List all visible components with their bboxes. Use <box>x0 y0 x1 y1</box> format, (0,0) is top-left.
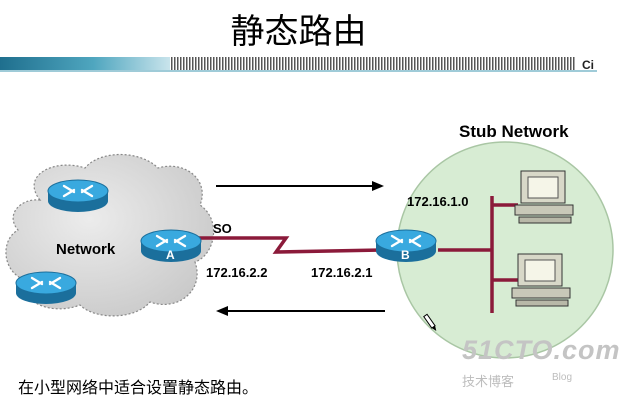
router-b-label: B <box>401 248 410 262</box>
stub-network-label: Stub Network <box>459 122 569 141</box>
arrow-left <box>216 306 385 316</box>
slide-title: 静态路由 <box>230 12 367 52</box>
header-stripe <box>0 57 597 72</box>
pc-bottom <box>511 253 571 307</box>
arrow-right <box>216 181 384 191</box>
ip-stub-label: 172.16.1.0 <box>407 194 469 209</box>
pen-cursor-icon <box>423 313 437 332</box>
ip-b-label: 172.16.2.1 <box>311 265 373 280</box>
cloud-router-bottom <box>14 270 78 306</box>
network-diagram <box>0 57 614 359</box>
pc-top <box>514 170 574 224</box>
router-a-label: A <box>166 248 175 262</box>
network-label: Network <box>56 241 116 258</box>
caption-text: 在小型网络中适合设置静态路由。 <box>18 378 259 397</box>
serial-link <box>198 236 385 254</box>
watermark-subtitle: 技术博客 <box>462 374 515 389</box>
header-logo-text: Ci <box>582 58 594 72</box>
stub-lan <box>438 196 518 313</box>
ip-a-label: 172.16.2.2 <box>206 265 268 280</box>
watermark-blog: Blog <box>552 372 573 383</box>
cloud-router-top <box>46 178 110 214</box>
watermark-logo: 51CTO.com <box>462 335 621 365</box>
interface-s0-label: SO <box>213 221 232 236</box>
